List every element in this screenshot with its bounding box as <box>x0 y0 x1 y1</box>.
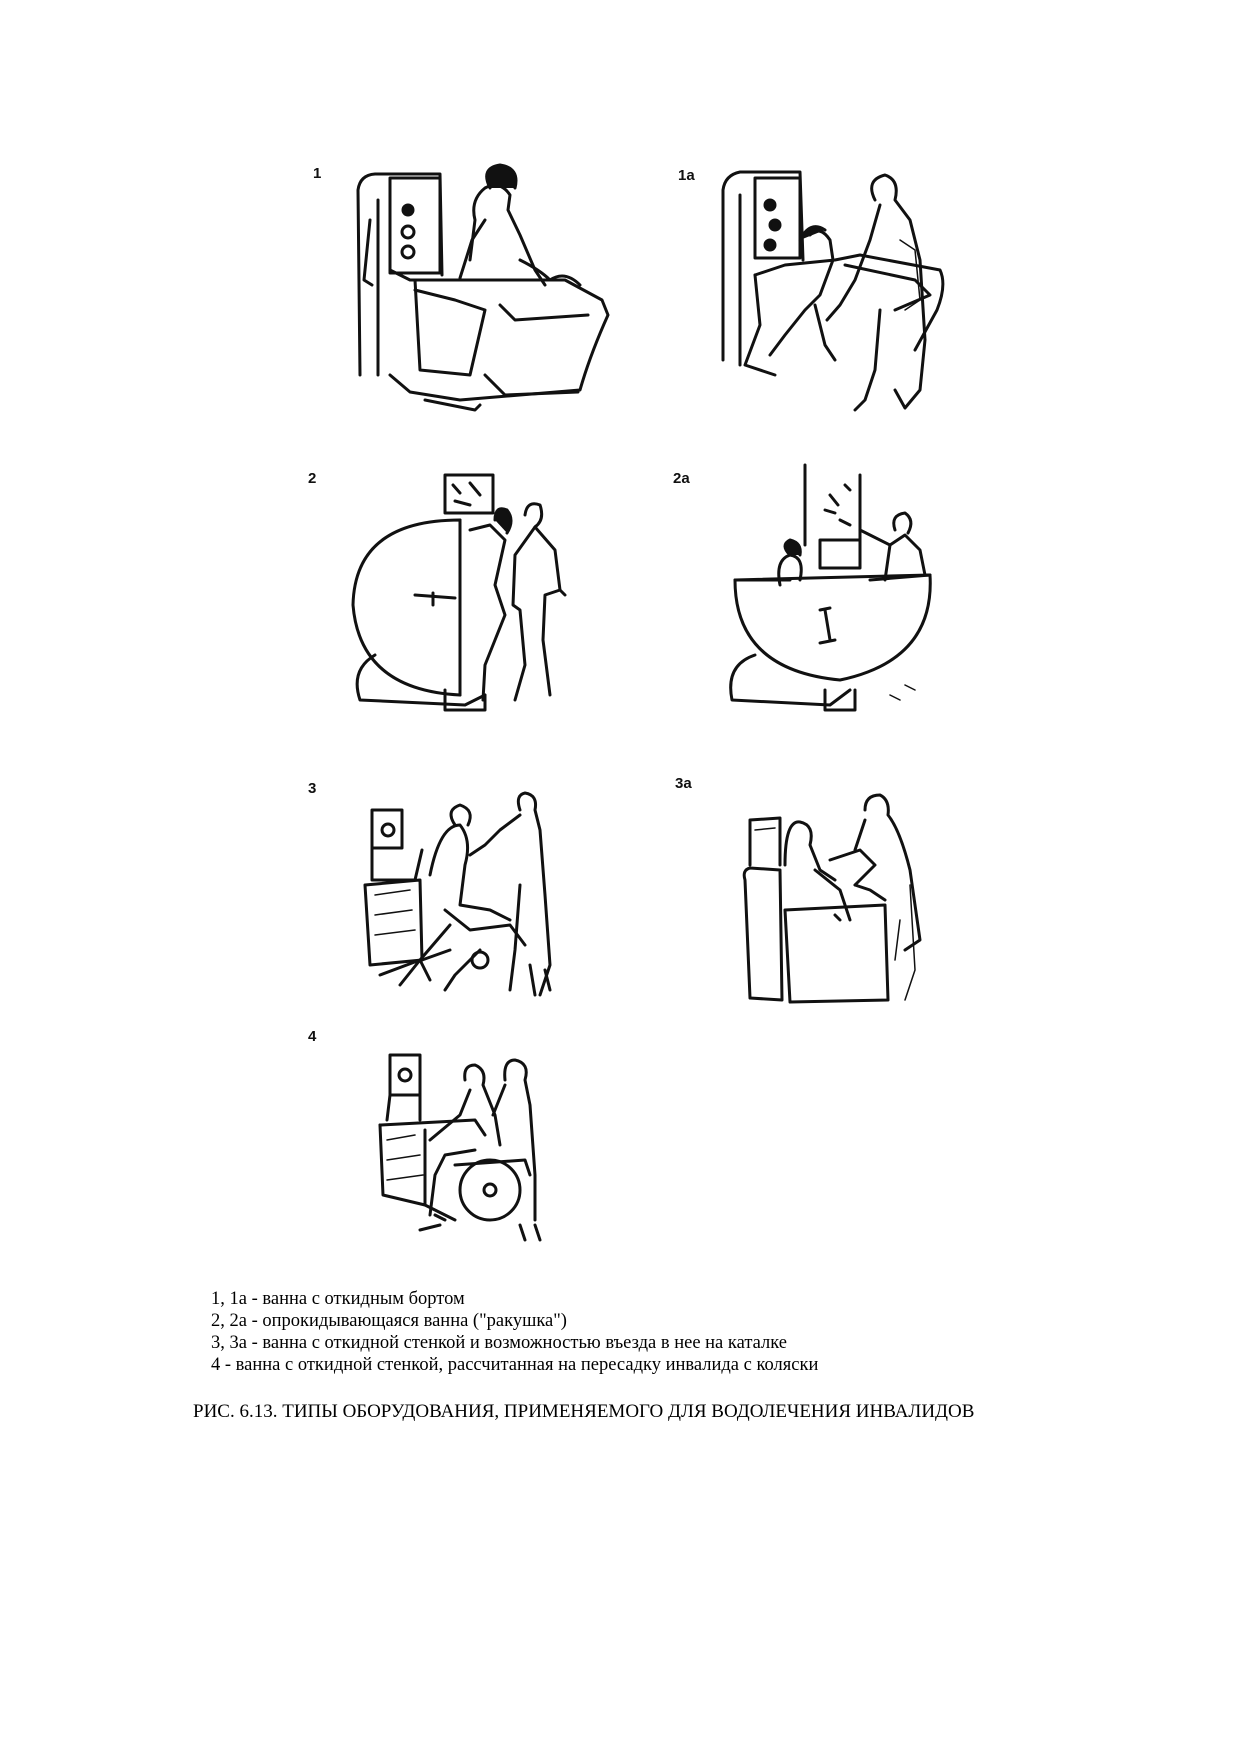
figure-legend: 1, 1а - ванна с откидным бортом 2, 2а - … <box>211 1288 818 1376</box>
bath-folding-wall-seated-icon <box>740 790 945 1005</box>
bath-wheelchair-transfer-icon <box>375 1045 585 1245</box>
panel-label-2a: 2а <box>673 470 690 487</box>
panel-label-4: 4 <box>308 1028 317 1045</box>
panel-label-3a: 3а <box>675 775 692 792</box>
panel-label-1a: 1а <box>678 167 695 184</box>
legend-item: 4 - ванна с откидной стенкой, рассчитанн… <box>211 1355 819 1375</box>
bath-folding-wall-stretcher-icon <box>360 785 585 1000</box>
figure-caption: РИС. 6.13. ТИПЫ ОБОРУДОВАНИЯ, ПРИМЕНЯЕМО… <box>193 1401 975 1422</box>
tilting-shell-bath-closed-icon <box>720 463 965 715</box>
legend-item: 1, 1а - ванна с откидным бортом <box>211 1289 465 1309</box>
panel-label-2: 2 <box>308 470 317 487</box>
bath-with-folding-side-icon <box>350 160 615 420</box>
panel-label-3: 3 <box>308 780 317 797</box>
panel-label-1: 1 <box>313 165 322 182</box>
legend-item: 2, 2а - опрокидывающаяся ванна ("ракушка… <box>211 1311 567 1331</box>
bath-with-folding-side-seated-icon <box>715 160 955 420</box>
tilting-shell-bath-open-icon <box>345 465 610 715</box>
legend-item: 3, 3а - ванна с откидной стенкой и возмо… <box>211 1333 787 1353</box>
